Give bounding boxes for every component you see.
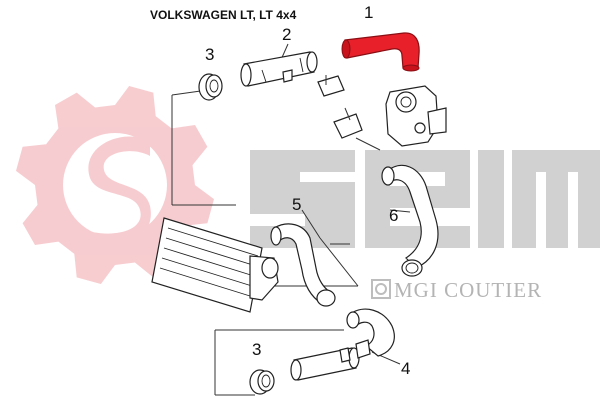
intercooler <box>151 217 279 313</box>
clip-parts <box>317 75 381 151</box>
part-5-hose <box>270 223 336 307</box>
callout-6: 6 <box>389 206 398 225</box>
brand-subtitle-group: MGI COUTIER <box>371 278 542 302</box>
part-4-hose <box>346 308 395 357</box>
lower-pipe <box>290 339 371 381</box>
part-3-bottom-seal <box>249 369 275 395</box>
callout-3-bottom: 3 <box>252 340 261 359</box>
callout-1: 1 <box>364 3 373 22</box>
callout-4: 4 <box>401 359 410 378</box>
part-2-upper-pipe <box>240 51 318 87</box>
brand-subtitle: MGI COUTIER <box>394 278 542 302</box>
turbo-housing <box>385 85 447 147</box>
part-1-red-hose <box>341 32 420 72</box>
part-6-hose <box>381 164 439 277</box>
vehicle-title: VOLKSWAGEN LT, LT 4x4 <box>150 8 297 22</box>
callout-3-top: 3 <box>205 45 214 64</box>
callout-2: 2 <box>282 25 291 44</box>
part-3-top-seal <box>198 73 223 101</box>
callout-5: 5 <box>292 195 301 214</box>
